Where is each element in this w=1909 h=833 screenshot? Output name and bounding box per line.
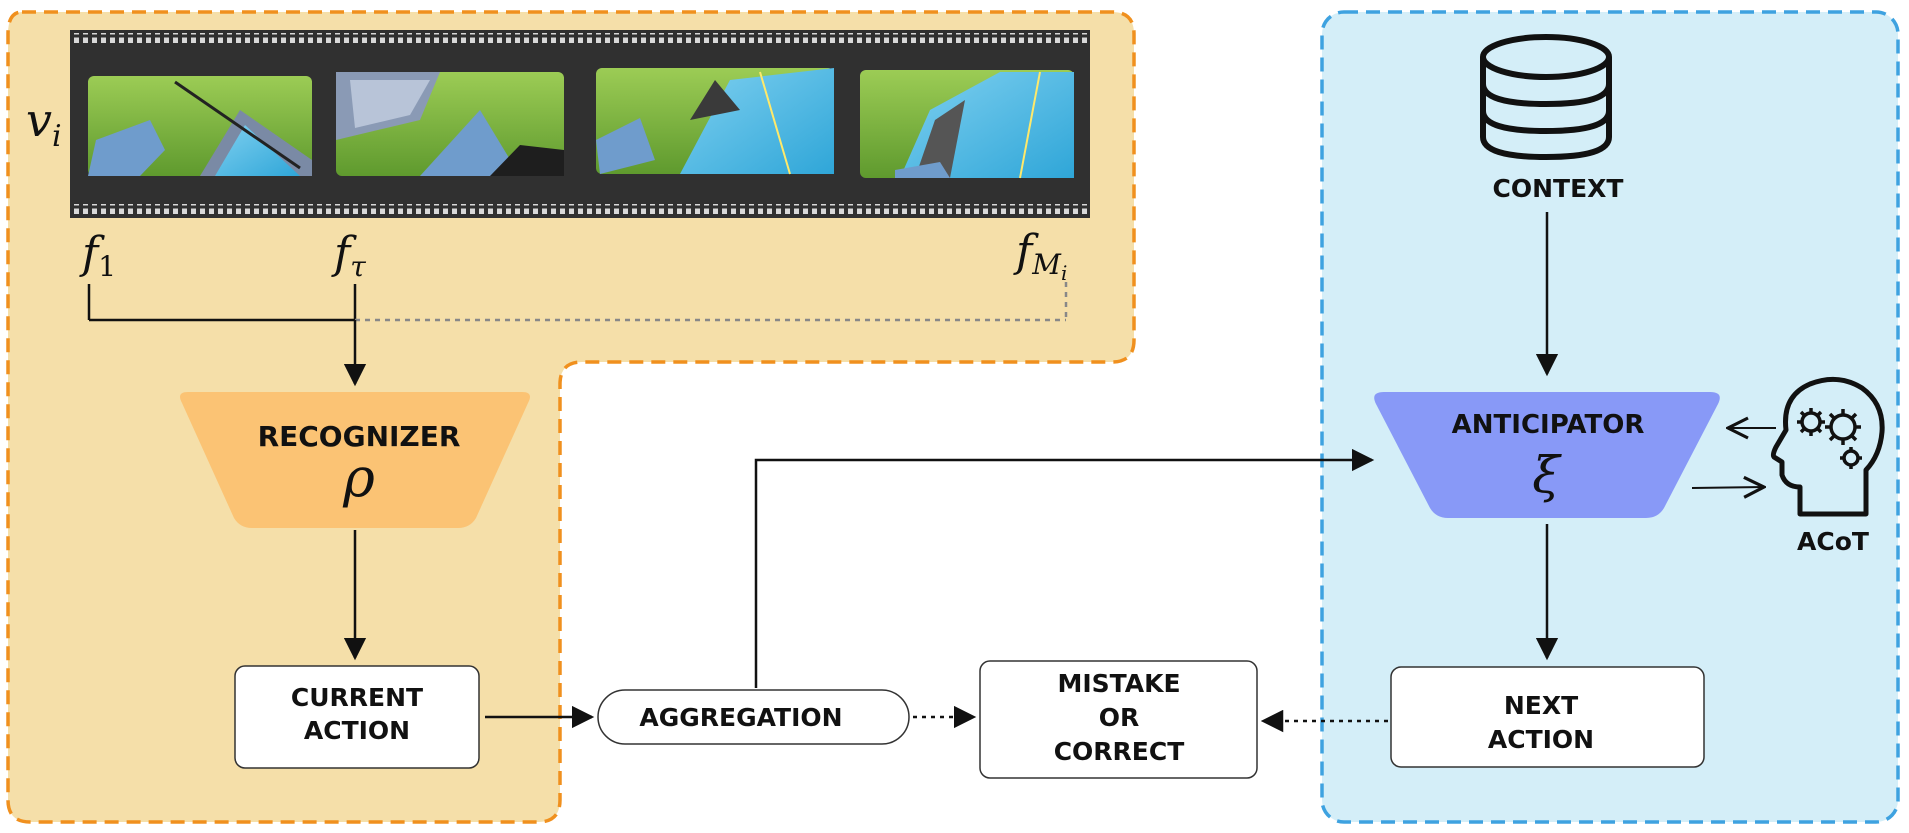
video-frame-3 [596,68,834,175]
database-icon [1480,34,1612,161]
next-action-line2: ACTION [1488,725,1594,754]
mistake-line2: OR [1099,703,1140,732]
arrow-aggregation-to-anticipator [754,448,1375,688]
mistake-box: MISTAKE OR CORRECT [979,660,1258,779]
video-frame-4 [860,70,1074,179]
video-frame-2 [336,72,564,176]
current-action-line2: ACTION [304,716,410,745]
anticipator-symbol: ξ [1532,446,1562,504]
video-frame-1 [88,76,312,176]
current-action-line1: CURRENT [291,683,423,712]
recognizer-symbol: ρ [342,446,375,509]
mistake-line1: MISTAKE [1057,669,1180,698]
recognizer-title: RECOGNIZER [258,420,461,453]
context-label: CONTEXT [1493,174,1624,203]
video-film-strip [70,30,1090,218]
arrow-anticipator-to-acot [1691,487,1764,488]
aggregation-node: AGGREGATION [597,689,910,745]
head-gears-icon [1770,376,1885,517]
anticipator-title: ANTICIPATOR [1452,410,1645,440]
recognizer-block: RECOGNIZER ρ [180,392,530,528]
next-action-box: NEXT ACTION [1390,666,1705,768]
video-label: vi [26,93,62,154]
next-action-line1: NEXT [1504,691,1578,720]
mistake-line3: CORRECT [1054,737,1185,766]
frame-selection-bracket [87,282,1068,322]
current-action-box: CURRENT ACTION [234,665,480,769]
aggregation-label: AGGREGATION [639,703,842,732]
anticipator-block: ANTICIPATOR ξ [1374,392,1720,518]
acot-label: ACoT [1797,527,1869,556]
